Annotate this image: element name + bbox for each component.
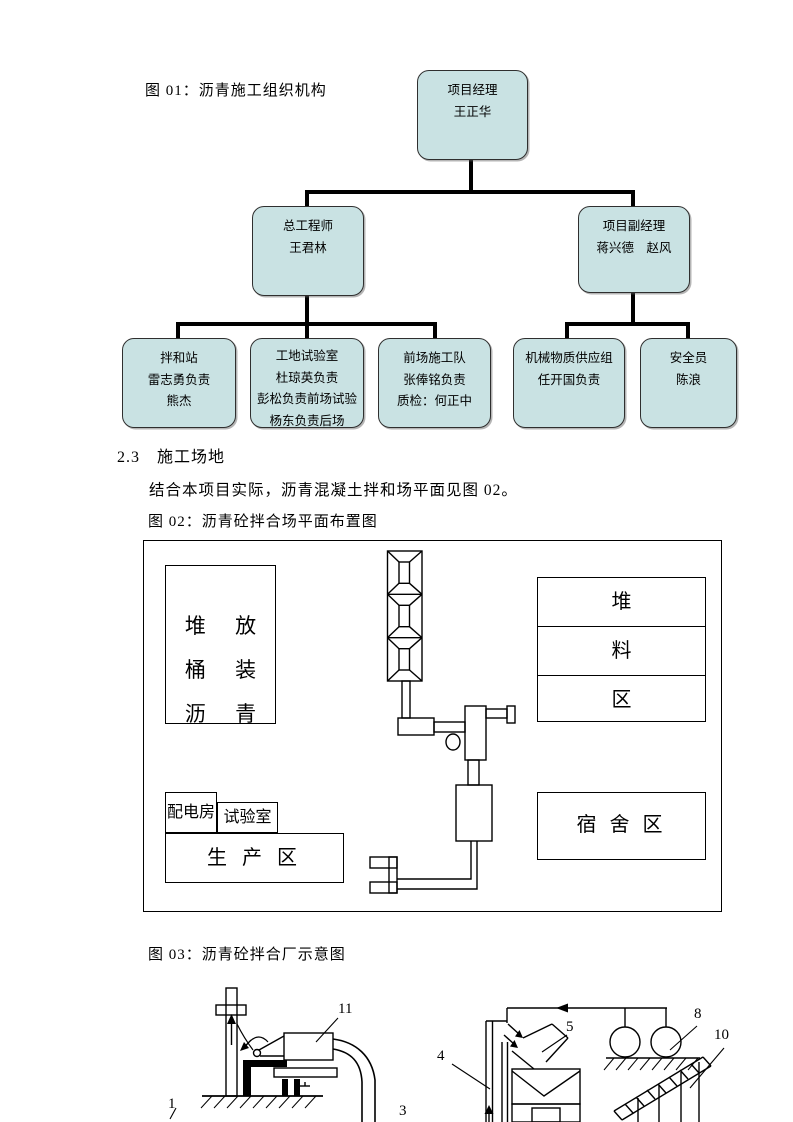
org-box-chief-engineer: 总工程师 王君林: [252, 206, 364, 296]
fig03-right-unit: [451, 1007, 725, 1122]
fig03-label-4: 4: [437, 1048, 445, 1064]
fig03-right-hatching: [603, 1057, 699, 1071]
org-box-safety-officer: 安全员 陈浪: [640, 338, 737, 428]
section-heading: 2.3 施工场地: [117, 449, 226, 466]
fig02-barrel-asphalt-area: 堆 放 桶 装 沥 青: [165, 565, 276, 726]
fig03-label-10: 10: [714, 1027, 729, 1043]
fig02-site-plan-border: [143, 540, 722, 912]
fig03-label-8: 8: [694, 1006, 702, 1022]
fig03-label-5: 5: [566, 1019, 574, 1035]
fig02-power-room: 配电房: [165, 792, 217, 833]
fig02-mixing-tower: [369, 550, 516, 894]
org-connectors: [176, 156, 690, 341]
fig03-left-solids: [227, 1014, 300, 1096]
org-box-front-crew: 前场施工队 张俸铭负责 质检：何正中: [378, 338, 491, 428]
fig03-right-arrows: [484, 1003, 568, 1114]
fig03-label-1: 1: [168, 1096, 176, 1112]
fig02-dormitory-area: 宿 舍 区: [537, 792, 706, 860]
org-box-machinery-supply: 机械物质供应组 任开国负责: [513, 338, 625, 428]
fig01-caption: 图 01：沥青施工组织机构: [145, 83, 327, 99]
fig02-caption: 图 02：沥青砼拌合场平面布置图: [148, 514, 378, 530]
org-box-mixing-station: 拌和站 雷志勇负责 熊杰: [122, 338, 236, 428]
fig02-laboratory: 试验室: [217, 802, 278, 833]
fig03-caption: 图 03：沥青砼拌合厂示意图: [148, 947, 346, 963]
fig03-left-hatching: [200, 1095, 317, 1109]
fig02-production-area: 生 产 区: [165, 833, 344, 883]
body-paragraph: 结合本项目实际，沥青混凝土拌和场平面见图 02。: [149, 482, 518, 499]
fig03-label-11: 11: [338, 1001, 353, 1017]
org-box-site-lab: 工地试验室 杜琼英负责 彭松负责前场试验 杨东负责后场: [250, 338, 364, 428]
org-box-deputy-manager: 项目副经理 蒋兴德 赵风: [578, 206, 690, 293]
fig03-label-3: 3: [399, 1103, 407, 1119]
fig02-stockpile-area: 堆 料 区: [537, 577, 706, 722]
org-box-project-manager: 项目经理 王正华: [417, 70, 528, 160]
